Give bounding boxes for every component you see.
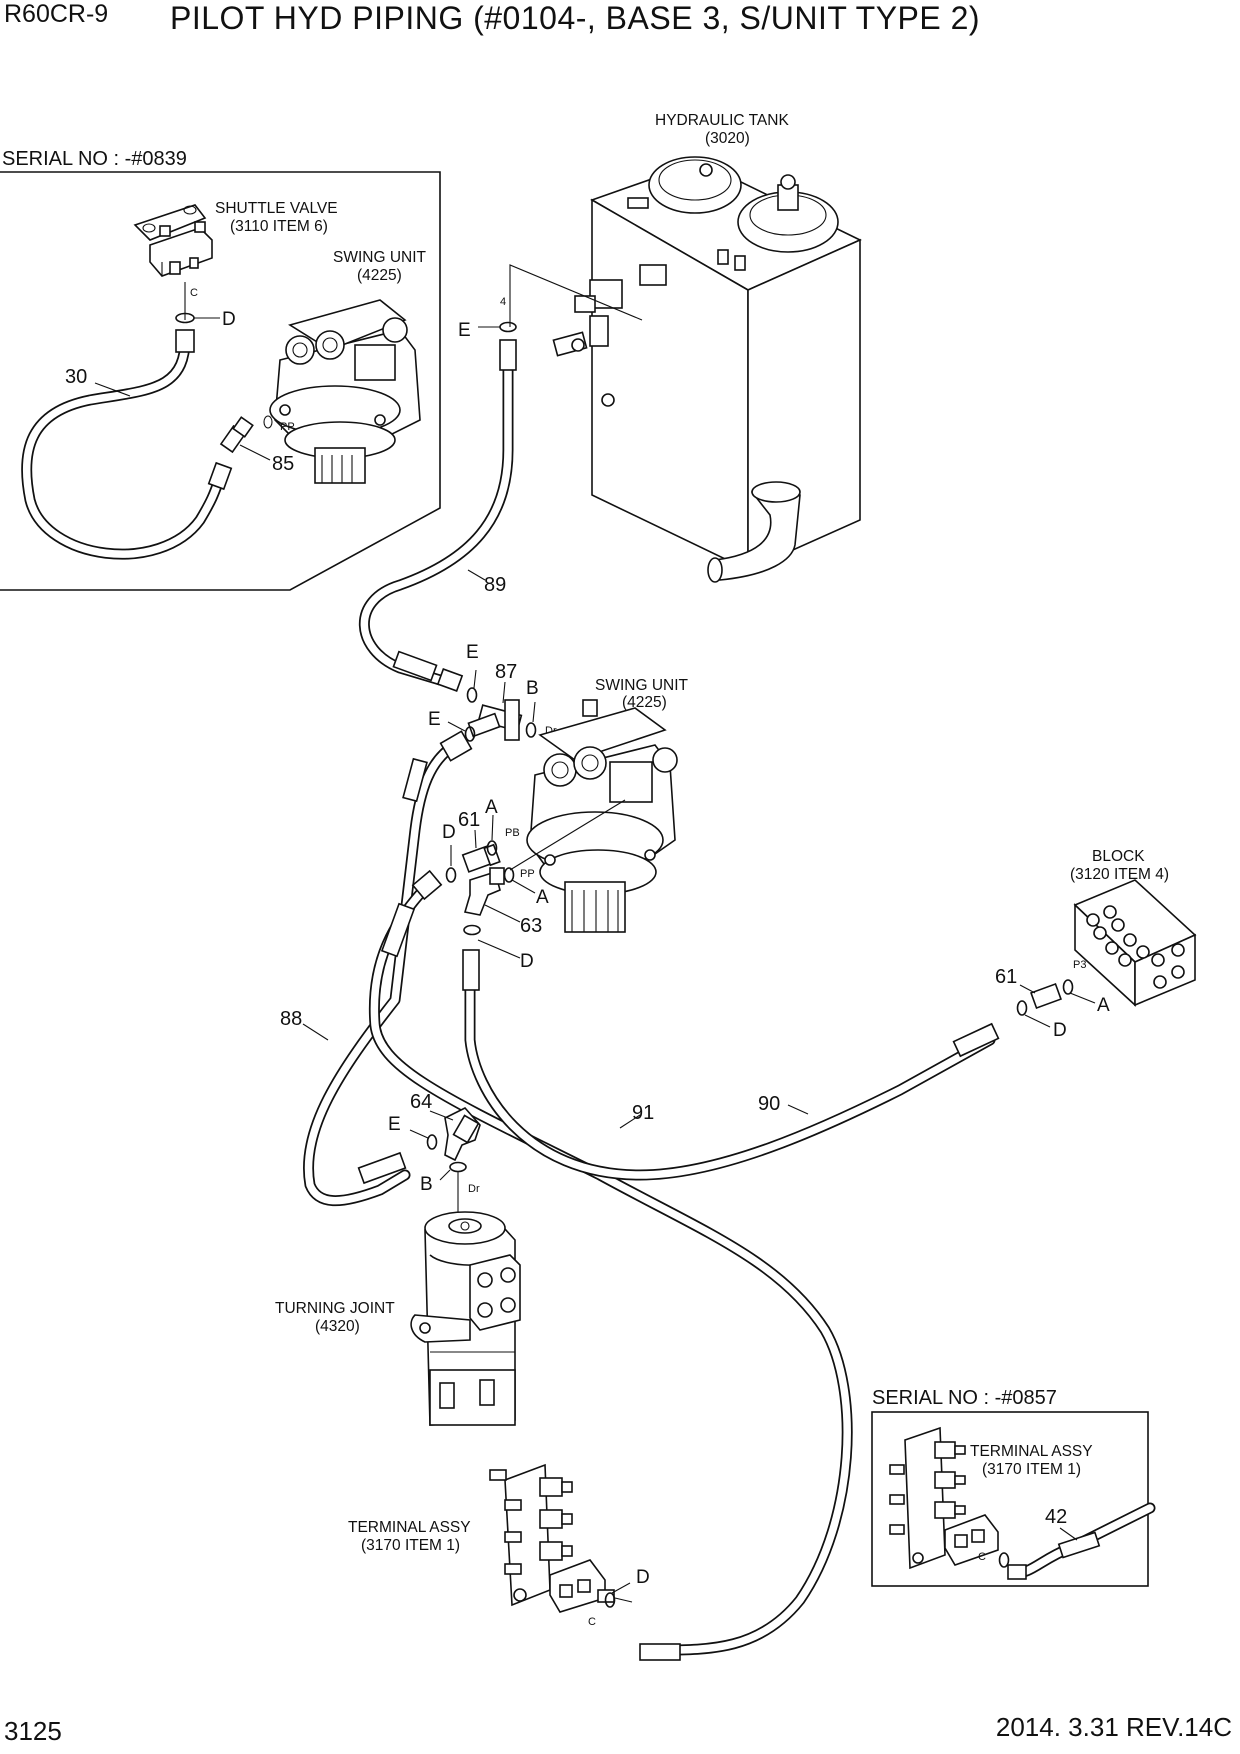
o-ring-e-64 [426,1134,438,1150]
part-89: 89 [484,574,506,596]
fitting-61-block [1030,983,1062,1009]
o-ring-d-terminal [604,1592,616,1608]
o-ring-d-61 [445,867,457,883]
o-ring-e-87-top [466,687,478,703]
hydraulic-tank [552,156,862,583]
page-title: PILOT HYD PIPING (#0104-, BASE 3, S/UNIT… [170,0,981,36]
model-code: R60CR-9 [4,0,109,28]
date-revision: 2014. 3.31 REV.14C [995,1712,1232,1742]
o-ring-b-87 [525,722,537,738]
port-mark-c-inset: C [978,1551,986,1563]
port-mark-pp-main: PP [520,868,535,880]
port-mark-pp-inset: PP [280,421,295,433]
block: P3 [1073,879,1197,1007]
inset-serial-top-left: SERIAL NO : -#0839 [2,148,187,170]
part-85: 85 [272,453,294,475]
terminal-assy-inset-ref: (3170 ITEM 1) [982,1461,1081,1478]
seal-e-87-top: E [466,642,479,663]
part-30: 30 [65,366,87,388]
seal-a-63: A [536,887,549,908]
part-87: 87 [495,661,517,683]
o-ring-a-block [1062,979,1074,995]
swing-unit-inset-name: SWING UNIT [333,249,427,266]
seal-b-64: B [420,1174,433,1195]
swing-unit-main-name: SWING UNIT [595,677,689,694]
shuttle-valve-name: SHUTTLE VALVE [215,200,338,217]
swing-unit-main [509,699,678,933]
o-ring-b-64 [449,1161,467,1173]
turning-joint [410,1211,521,1426]
page-number: 3125 [4,1716,62,1746]
hose-90 [462,949,1000,1181]
o-ring-d-block [1016,1000,1028,1016]
swing-unit-inset-ref: (4225) [357,267,402,284]
terminal-assy-main: C [489,1463,633,1628]
hydraulic-tank-ref: (3020) [705,130,750,147]
hose-30 [21,329,233,560]
hose-91 [368,869,853,1661]
seal-d-63: D [520,951,534,972]
seal-d-terminal: D [636,1567,650,1588]
shuttle-valve: C [133,204,213,320]
terminal-assy-inset-name: TERMINAL ASSY [970,1443,1093,1460]
elbow-63 [463,867,505,916]
inset-serial-bottom-right: SERIAL NO : -#0857 [872,1387,1057,1409]
port-mark-p3: P3 [1073,959,1086,971]
seal-e-tank: E [458,320,471,341]
swing-unit-inset: PP [263,299,421,484]
seal-e-64: E [388,1114,401,1135]
o-ring-d-63 [463,924,481,936]
part-42: 42 [1045,1506,1067,1528]
port-mark-c-terminal: C [588,1616,596,1628]
port-mark-dr-87: Dr [545,725,557,737]
port-mark-dr-tj: Dr [468,1183,480,1195]
hydraulic-tank-name: HYDRAULIC TANK [655,112,789,129]
terminal-assy-main-name: TERMINAL ASSY [348,1519,471,1536]
seal-d-61: D [442,822,456,843]
port-mark-pb: PB [505,827,520,839]
seal-e-87-left: E [428,709,441,730]
part-64: 64 [410,1091,432,1113]
fitting-85 [219,416,254,454]
elbow-64 [444,1107,481,1162]
tee-fitting-87 [467,699,523,741]
part-61-block: 61 [995,966,1017,988]
block-ref: (3120 ITEM 4) [1070,866,1169,883]
hose-88 [303,730,473,1207]
turning-joint-ref: (4320) [315,1318,360,1335]
o-ring-e-87-left [464,726,476,742]
shuttle-valve-ref: (3110 ITEM 6) [230,218,328,235]
o-ring-a-61 [486,840,498,856]
seal-d-inset: D [222,309,236,330]
o-ring-inset-terminal [998,1552,1010,1568]
turning-joint-name: TURNING JOINT [275,1300,395,1317]
seal-a-61: A [485,797,498,818]
terminal-assy-main-ref: (3170 ITEM 1) [361,1537,460,1554]
hose-89 [358,339,517,692]
seal-b-87: B [526,678,539,699]
swing-unit-main-ref: (4225) [622,694,667,711]
part-91: 91 [632,1102,654,1124]
inset-bottom-right: SERIAL NO : -#0857 C [871,1387,1156,1587]
inset-top-left: SERIAL NO : -#0839 C SHUTTLE VALVE (3110… [0,148,441,591]
part-88: 88 [280,1008,302,1030]
port-mark-4: 4 [500,296,506,308]
part-90: 90 [758,1093,780,1115]
o-ring-e-tank [499,321,517,333]
seal-d-block: D [1053,1020,1067,1041]
port-mark-c-shuttle: C [190,287,198,299]
seal-a-block: A [1097,995,1110,1016]
part-63: 63 [520,915,542,937]
block-name: BLOCK [1092,848,1145,865]
part-61-swing: 61 [458,809,480,831]
